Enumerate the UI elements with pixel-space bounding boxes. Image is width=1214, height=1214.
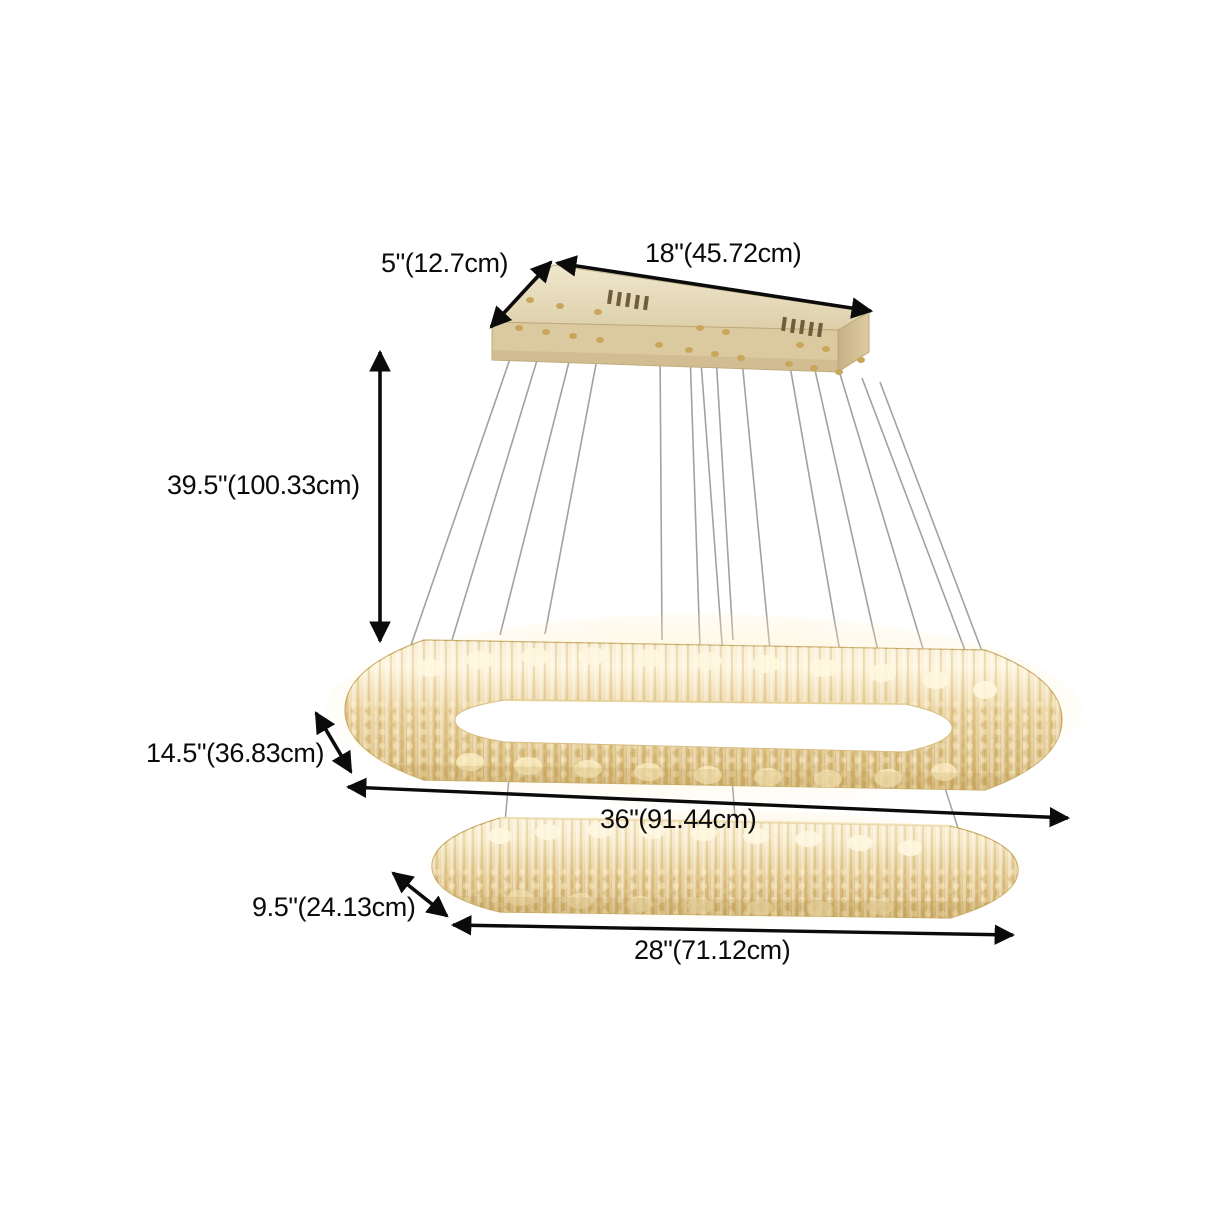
dimension-label-upper-ring-width: 36"(91.44cm) [600,804,757,834]
dimension-label-lower-ring-width: 28"(71.12cm) [634,935,791,965]
ceiling-canopy-plate [490,264,871,375]
dimension-label-canopy-depth: 5"(12.7cm) [381,248,509,278]
dimension-label-canopy-width: 18"(45.72cm) [645,238,802,268]
cable-anchor-screws [515,297,865,375]
upper-crystal-ring [323,614,1083,810]
dimension-label-total-drop: 39.5"(100.33cm) [167,470,360,500]
dimension-label-lower-ring-depth: 9.5"(24.13cm) [252,892,416,922]
dimension-label-upper-ring-depth: 14.5"(36.83cm) [146,738,325,768]
